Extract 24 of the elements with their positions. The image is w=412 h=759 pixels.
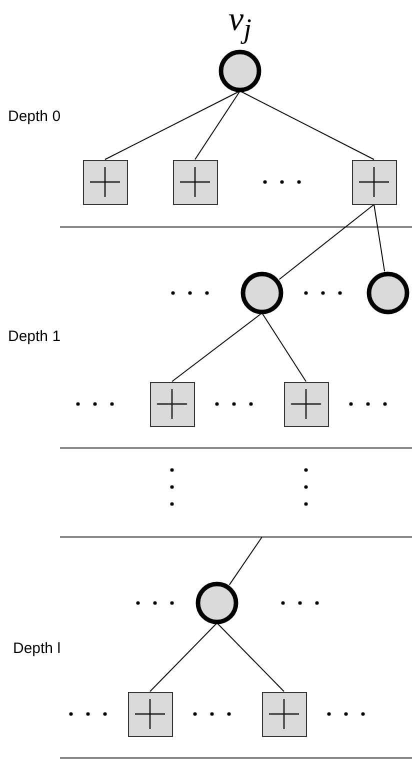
depth-label: Depth 0 [8,108,61,125]
plus-box [262,692,306,736]
connector-line [194,90,240,160]
connector-line [374,204,386,272]
circle-node [366,271,410,315]
connector-line [150,622,218,692]
depth-label: Depth 1 [8,328,61,345]
connector-line [216,622,284,692]
connector-line [172,312,262,382]
plus-box [284,382,328,426]
plus-box [82,160,128,204]
depth-label: Depth l [13,640,61,657]
plus-box [150,382,194,426]
plus-box [172,160,218,204]
connector-line [278,204,374,280]
plus-box [352,160,396,204]
connector-line [240,90,374,160]
connector-line [228,536,262,586]
plus-box [128,692,172,736]
node-label: v$_{j}$ [228,3,252,47]
circle-node [195,581,239,625]
connector-line [104,90,240,160]
connector-line [262,312,306,382]
circle-node [240,271,284,315]
